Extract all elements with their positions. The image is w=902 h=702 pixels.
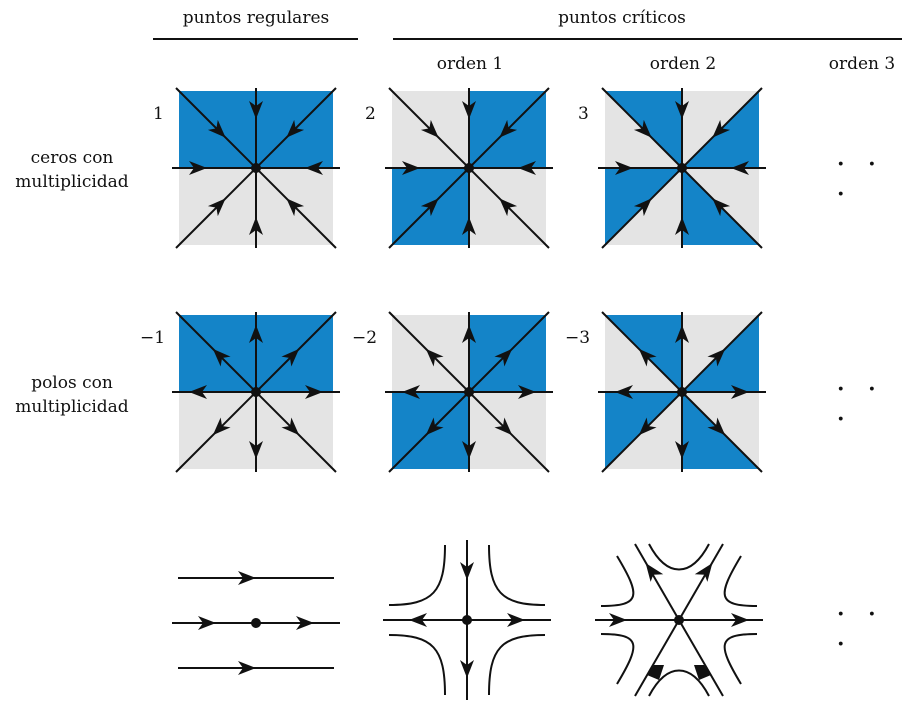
flow-arrow-4 xyxy=(402,385,420,399)
flow-arrow-0 xyxy=(305,385,323,399)
flow-arrow-6 xyxy=(675,325,689,343)
row-label-zeros: ceros con multiplicidad xyxy=(0,146,147,194)
flow-arrow-4 xyxy=(402,161,420,175)
flow-arrow-6 xyxy=(462,101,476,119)
flow-arrow-7 xyxy=(286,119,305,138)
flow-arrow-7 xyxy=(494,348,513,367)
zero-order1-portrait xyxy=(385,87,553,249)
flow-arrow-0 xyxy=(731,385,749,399)
rule-critical xyxy=(393,38,902,40)
flow-arrow-4 xyxy=(189,385,207,399)
flow-arrow-1 xyxy=(286,198,305,217)
flow-arrow-6 xyxy=(249,325,263,343)
flow-arrow-5 xyxy=(420,119,439,138)
flow-arrow-3 xyxy=(633,198,652,217)
flow-arrow-3 xyxy=(638,417,657,436)
regular-trajectories xyxy=(172,571,340,675)
multiplicity-pole-order1: −2 xyxy=(352,328,378,348)
flow-arrow-0 xyxy=(518,161,536,175)
critical-point xyxy=(677,387,687,397)
ellipsis-zeros: · · · xyxy=(836,147,883,212)
header-critical-points: puntos críticos xyxy=(558,8,686,28)
flow-arrow-4 xyxy=(615,385,633,399)
row-label-poles-line1: polos con xyxy=(31,373,113,393)
flow-arrow-3 xyxy=(207,198,226,217)
flow-arrow-2 xyxy=(462,217,476,235)
flow-arrow-7 xyxy=(707,348,726,367)
zero-regular-portrait xyxy=(172,87,340,249)
flow-arrow-1 xyxy=(499,198,518,217)
order1-trajectories xyxy=(383,540,551,700)
flow-arrow-4 xyxy=(615,161,633,175)
header-order-2: orden 2 xyxy=(649,54,717,74)
flow-arrow-7 xyxy=(499,119,518,138)
row-label-poles-line2: multiplicidad xyxy=(15,397,129,417)
order2-trajectories xyxy=(595,543,763,697)
flow-arrow-0 xyxy=(518,385,536,399)
multiplicity-zero-regular: 1 xyxy=(153,104,164,124)
flow-arrow-7 xyxy=(712,119,731,138)
row-label-zeros-line2: multiplicidad xyxy=(15,172,129,192)
flow-arrow-2 xyxy=(675,217,689,235)
critical-point xyxy=(251,387,261,397)
ellipsis-poles: · · · xyxy=(836,372,883,437)
flow-arrow-1 xyxy=(712,198,731,217)
flow-arrow-6 xyxy=(462,325,476,343)
ellipsis-trajectories: · · · xyxy=(836,597,883,662)
flow-arrow-6 xyxy=(249,101,263,119)
flow-arrow-3 xyxy=(212,417,231,436)
flow-arrow-2 xyxy=(249,217,263,235)
header-order-3: orden 3 xyxy=(828,54,896,74)
flow-arrow-7 xyxy=(281,348,300,367)
header-order-1: orden 1 xyxy=(436,54,504,74)
critical-point xyxy=(677,163,687,173)
flow-arrow-3 xyxy=(425,417,444,436)
flow-arrow-6 xyxy=(675,101,689,119)
critical-point xyxy=(251,163,261,173)
critical-point xyxy=(464,163,474,173)
flow-arrow-1 xyxy=(494,417,513,436)
flow-arrow-1 xyxy=(707,417,726,436)
multiplicity-pole-regular: −1 xyxy=(140,328,166,348)
pole-order1-portrait xyxy=(385,311,553,473)
flow-arrow-5 xyxy=(212,348,231,367)
flow-arrow-3 xyxy=(420,198,439,217)
flow-arrow-5 xyxy=(207,119,226,138)
pole-regular-portrait xyxy=(172,311,340,473)
multiplicity-zero-order2: 3 xyxy=(578,104,589,124)
header-regular-points: puntos regulares xyxy=(182,8,330,28)
flow-arrow-5 xyxy=(638,348,657,367)
multiplicity-pole-order2: −3 xyxy=(565,328,591,348)
pole-order2-portrait xyxy=(598,311,766,473)
critical-point xyxy=(464,387,474,397)
flow-arrow-0 xyxy=(305,161,323,175)
flow-arrow-2 xyxy=(462,441,476,459)
flow-arrow-1 xyxy=(281,417,300,436)
row-label-poles: polos con multiplicidad xyxy=(0,371,147,419)
flow-arrow-5 xyxy=(425,348,444,367)
flow-arrow-0 xyxy=(731,161,749,175)
flow-arrow-4 xyxy=(189,161,207,175)
multiplicity-zero-order1: 2 xyxy=(365,104,376,124)
flow-arrow-5 xyxy=(633,119,652,138)
flow-arrow-2 xyxy=(249,441,263,459)
zero-order2-portrait xyxy=(598,87,766,249)
flow-arrow-2 xyxy=(675,441,689,459)
row-label-zeros-line1: ceros con xyxy=(30,148,114,168)
rule-regular xyxy=(153,38,358,40)
